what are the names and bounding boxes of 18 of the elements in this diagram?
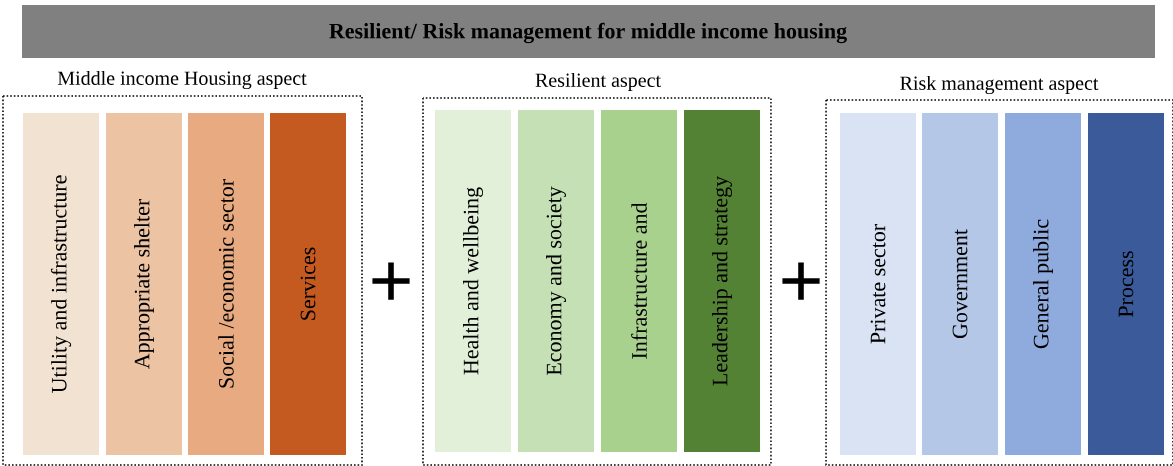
node-label: Risk management aspect — [900, 75, 1099, 95]
column-box: Health and wellbeing — [435, 110, 511, 452]
plus-sign: + — [372, 262, 410, 300]
column-box: Services — [270, 113, 346, 455]
title-band: Resilient/ Risk management for middle income housing — [22, 5, 1155, 58]
column-box: Private sector — [840, 113, 916, 455]
node-label: Resilient aspect — [535, 72, 661, 92]
column-box: Utility and infrastructure — [23, 113, 99, 455]
column-box: Economy and society — [518, 110, 594, 452]
column-box: Government — [922, 113, 998, 455]
node-label: Middle income Housing aspect — [57, 70, 307, 90]
column-box: Process — [1088, 113, 1164, 455]
column-box: General public — [1005, 113, 1081, 455]
column-box: Social /economic sector — [188, 113, 264, 455]
column-box: Infrastructure and — [601, 110, 677, 452]
column-box: Appropriate shelter — [106, 113, 182, 455]
plus-sign: + — [782, 262, 820, 300]
column-box: Leadership and strategy — [684, 110, 760, 452]
